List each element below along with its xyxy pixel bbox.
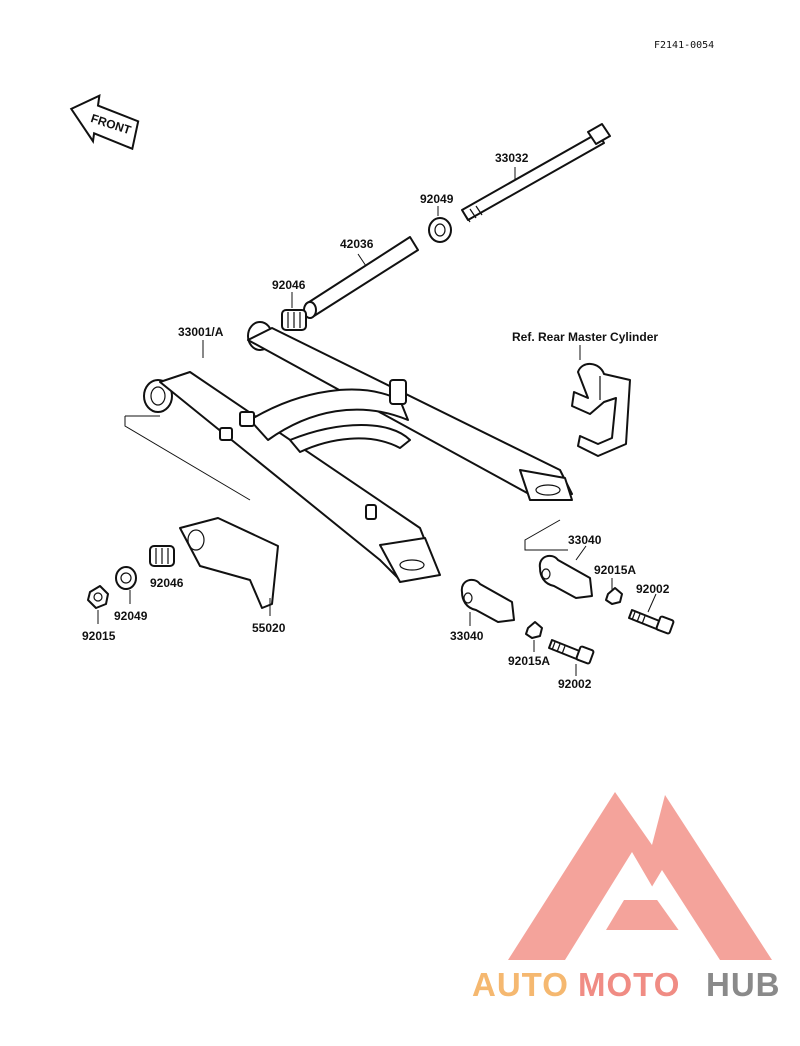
label-92015: 92015 (82, 629, 116, 643)
swingarm (143, 321, 573, 583)
label-92002-left: 92002 (558, 677, 592, 691)
seal-top (428, 217, 452, 243)
label-92002-right: 92002 (636, 582, 670, 596)
bearing-left (149, 545, 175, 567)
adjuster-right (538, 554, 593, 599)
label-33040-left: 33040 (450, 629, 484, 643)
chain-guard (179, 517, 279, 609)
sleeve (303, 236, 419, 319)
nut-adjuster-left (525, 621, 543, 639)
label-92015A-right: 92015A (594, 563, 636, 577)
nut-left (87, 585, 109, 609)
watermark-auto: AUTO (472, 966, 569, 1003)
watermark-logo: AUTO MOTO HUB (472, 792, 781, 1003)
label-55020: 55020 (252, 621, 286, 635)
label-33001A: 33001/A (178, 325, 224, 339)
seal-left (115, 566, 137, 590)
label-92015A-left: 92015A (508, 654, 550, 668)
master-cylinder-bracket (571, 363, 631, 457)
nut-adjuster-right (605, 587, 623, 605)
bolt-right (628, 609, 675, 635)
label-92046-left: 92046 (150, 576, 184, 590)
watermark-hub: HUB (706, 966, 781, 1003)
drawing-code: F2141-0054 (654, 40, 714, 51)
label-92046-top: 92046 (272, 278, 306, 292)
bearing-top (281, 309, 307, 331)
label-33040-right: 33040 (568, 533, 602, 547)
adjuster-left (460, 578, 515, 623)
label-92049-top: 92049 (420, 192, 454, 206)
front-arrow-icon: FRONT (69, 93, 140, 151)
bolt-left (548, 639, 595, 665)
watermark-moto: MOTO (578, 966, 680, 1003)
pivot-shaft (461, 123, 611, 223)
label-42036: 42036 (340, 237, 374, 251)
ref-note: Ref. Rear Master Cylinder (512, 330, 658, 344)
label-33032: 33032 (495, 151, 529, 165)
label-92049-left: 92049 (114, 609, 148, 623)
